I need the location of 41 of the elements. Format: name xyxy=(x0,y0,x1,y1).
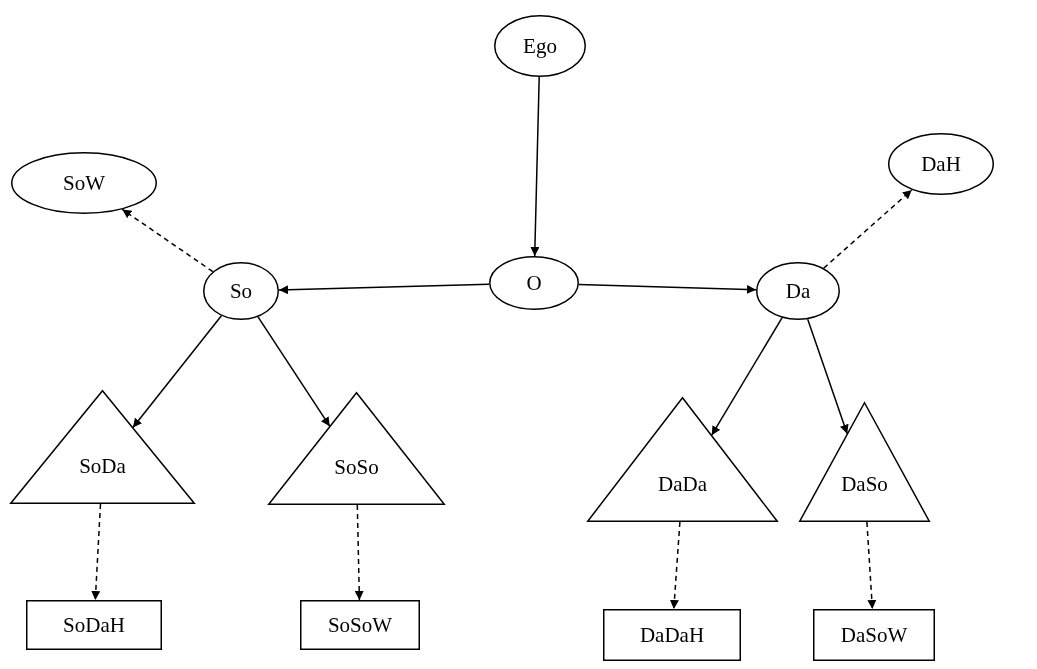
node-label: DaH xyxy=(920,154,962,175)
dashed-arrow xyxy=(866,521,877,610)
dashed-arrow xyxy=(669,521,681,610)
node-label: DaSoW xyxy=(839,625,909,646)
arrow xyxy=(578,283,757,294)
node-label: SoSo xyxy=(333,457,380,478)
triangle-node xyxy=(268,392,445,505)
dashed-arrow xyxy=(91,503,102,601)
ellipse-node xyxy=(11,152,157,214)
dashed-arrow xyxy=(354,504,364,601)
dashed-arrow xyxy=(121,208,214,273)
node-label: SoW xyxy=(62,173,106,194)
arrow xyxy=(530,76,540,257)
node-label: SoSoW xyxy=(326,615,394,636)
node-label: DaSo xyxy=(840,474,889,495)
ellipse-node xyxy=(489,256,579,310)
dashed-arrow xyxy=(823,189,913,269)
rectangle-node xyxy=(26,600,162,650)
node-label: SoDa xyxy=(78,456,127,477)
triangle-node xyxy=(587,397,778,522)
arrow xyxy=(806,318,849,435)
node-label: DaDa xyxy=(657,474,708,495)
rectangle-node xyxy=(300,600,420,650)
arrow xyxy=(278,283,490,295)
triangle-node xyxy=(10,390,195,504)
node-label: O xyxy=(525,273,543,294)
ellipse-node xyxy=(494,15,586,77)
node-label: So xyxy=(228,281,254,302)
ellipse-node xyxy=(888,133,994,195)
node-label: Da xyxy=(784,281,812,302)
arrow xyxy=(710,317,783,436)
node-label: DaDaH xyxy=(638,625,706,646)
node-label: SoDaH xyxy=(62,615,126,636)
rectangle-node xyxy=(603,609,741,661)
arrow xyxy=(257,316,331,427)
ellipse-node xyxy=(756,262,840,320)
node-label: Ego xyxy=(522,36,558,57)
ellipse-node xyxy=(203,262,279,320)
triangle-node xyxy=(799,402,930,522)
rectangle-node xyxy=(813,609,935,661)
arrow xyxy=(132,315,223,429)
